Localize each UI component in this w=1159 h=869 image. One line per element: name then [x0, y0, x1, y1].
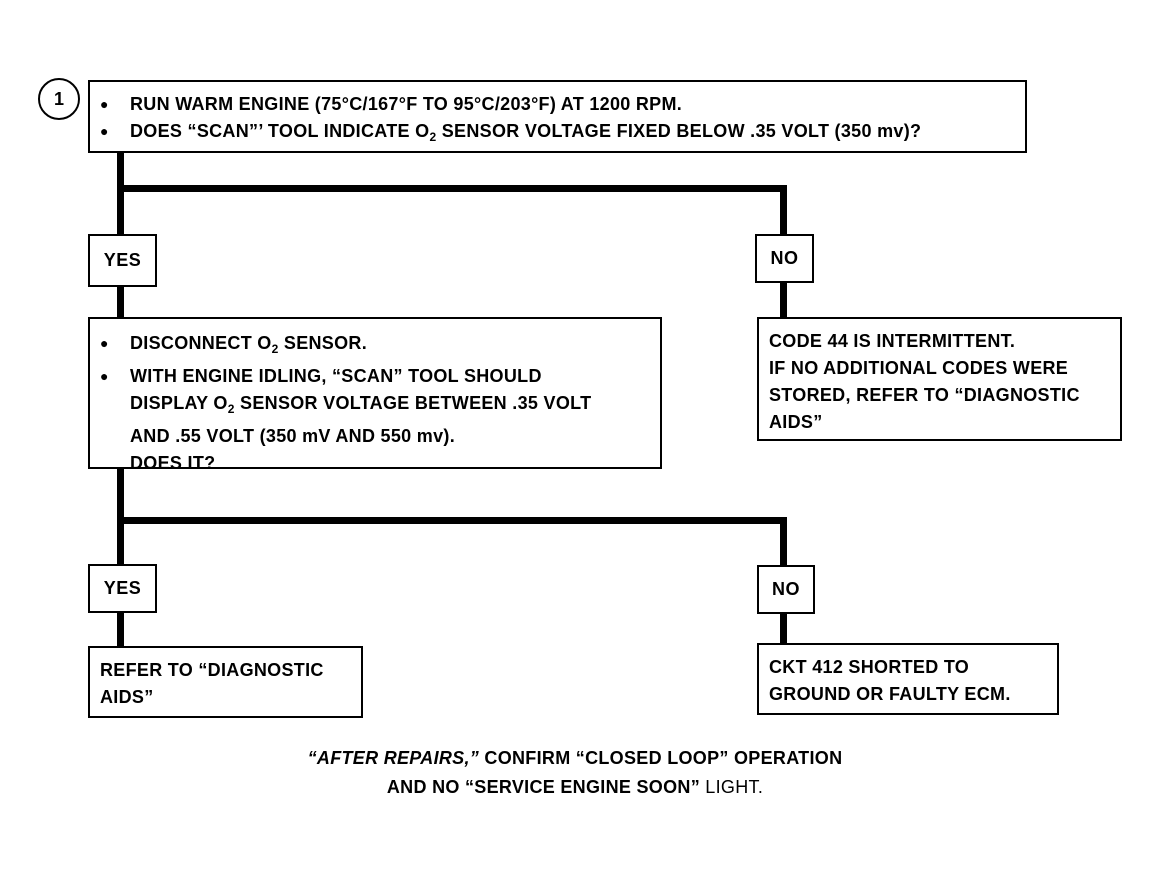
- connector-split1-to-no1: [780, 185, 787, 234]
- connector-box2-to-split2: [117, 467, 124, 564]
- question-1-item-1: RUN WARM ENGINE (75°C/167°F TO 95°C/203°…: [98, 91, 1017, 118]
- connector-split1-horizontal: [117, 185, 787, 192]
- connector-no1-to-result: [780, 282, 787, 317]
- question-box-1: RUN WARM ENGINE (75°C/167°F TO 95°C/203°…: [88, 80, 1027, 153]
- connector-yes2-to-result: [117, 612, 124, 647]
- step-number: 1: [53, 88, 64, 109]
- result-intermittent-line-1: CODE 44 IS INTERMITTENT.: [769, 331, 1016, 351]
- question-1-item-1-text: RUN WARM ENGINE (75°C/167°F TO 95°C/203°…: [130, 94, 683, 114]
- after-repairs-note: “AFTER REPAIRS,” CONFIRM “CLOSED LOOP” O…: [307, 748, 843, 797]
- step-number-badge: 1: [38, 78, 80, 120]
- branch-1-yes-label: YES: [88, 234, 157, 287]
- question-1-list: RUN WARM ENGINE (75°C/167°F TO 95°C/203°…: [98, 91, 1017, 151]
- question-1-item-2-text-a: DOES “SCAN”’ TOOL INDICATE O: [130, 121, 430, 141]
- connector-split2-to-no2: [780, 517, 787, 565]
- question-2-item-2: WITH ENGINE IDLING, “SCAN” TOOL SHOULD D…: [98, 363, 652, 477]
- result-intermittent-line-3: STORED, REFER TO “DIAGNOSTIC: [769, 385, 1080, 405]
- result-box-intermittent: CODE 44 IS INTERMITTENT. IF NO ADDITIONA…: [757, 317, 1122, 441]
- result-box-ckt-412: CKT 412 SHORTED TO GROUND OR FAULTY ECM.: [757, 643, 1059, 715]
- question-box-2: DISCONNECT O2 SENSOR. WITH ENGINE IDLING…: [88, 317, 662, 473]
- result-box-diagnostic-aids: REFER TO “DIAGNOSTIC AIDS”: [88, 646, 363, 718]
- question-2-list: DISCONNECT O2 SENSOR. WITH ENGINE IDLING…: [98, 330, 652, 477]
- question-2-item-1: DISCONNECT O2 SENSOR.: [98, 330, 652, 363]
- question-1-item-2-subscript: 2: [429, 130, 437, 144]
- branch-1-no-label: NO: [755, 234, 814, 283]
- connector-box1-to-split1: [117, 151, 124, 235]
- branch-2-no-label: NO: [757, 565, 815, 614]
- question-1-item-2: DOES “SCAN”’ TOOL INDICATE O2 SENSOR VOL…: [98, 118, 1017, 151]
- result-intermittent-line-2: IF NO ADDITIONAL CODES WERE: [769, 358, 1069, 378]
- branch-2-yes-label: YES: [88, 564, 157, 613]
- connector-yes1-to-box2: [117, 286, 124, 318]
- connector-no2-to-result: [780, 612, 787, 644]
- result-intermittent-line-4: AIDS”: [769, 412, 823, 432]
- connector-split2-horizontal: [117, 517, 787, 524]
- question-1-item-2-text-b: SENSOR VOLTAGE FIXED BELOW .35 VOLT (350…: [436, 121, 922, 141]
